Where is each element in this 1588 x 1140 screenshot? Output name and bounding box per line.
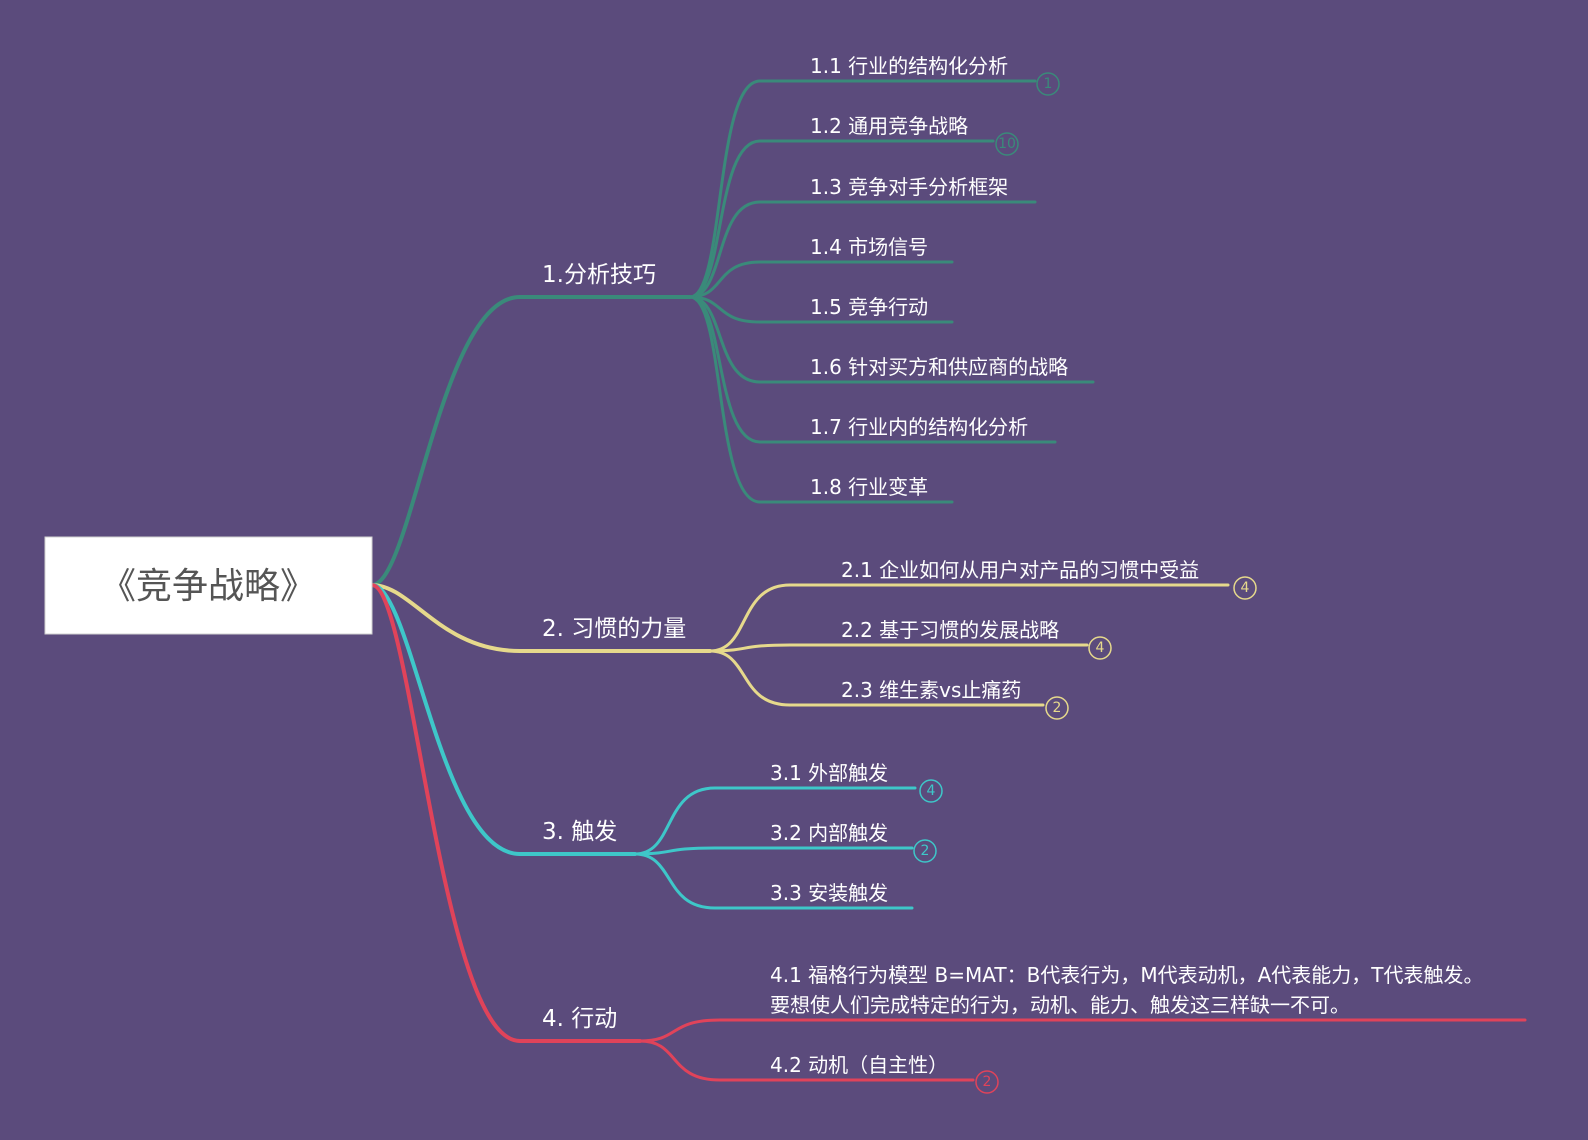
connector-b1-leaf-1	[688, 79, 762, 299]
b4-label: 4. 行动	[542, 1006, 617, 1032]
b4-leaf-2-label: 4.2 动机（自主性）	[770, 1053, 948, 1077]
b1-leaf-4-label: 1.4 市场信号	[810, 235, 928, 259]
b4-leaf-1-label: 4.1 福格行为模型 B=MAT：B代表行为，M代表动机，A代表能力，T代表触发…	[770, 963, 1483, 987]
badge-circle	[995, 132, 1019, 156]
leaf-node-b3-2[interactable]: 3.2 内部触发 2	[770, 821, 937, 863]
count-badge[interactable]: 1	[1036, 72, 1060, 96]
badge-count: 1	[1044, 76, 1053, 92]
leaf-node-b3-3[interactable]: 3.3 安装触发	[770, 881, 888, 905]
b3-leaf-3-label: 3.3 安装触发	[770, 881, 888, 905]
badge-circle	[975, 1070, 999, 1094]
leaf-node-b1-4[interactable]: 1.4 市场信号	[810, 235, 928, 259]
badge-count: 10	[998, 136, 1016, 152]
leaf-node-b2-2[interactable]: 2.2 基于习惯的发展战略 4	[841, 618, 1112, 660]
connector-b4-leaf-1	[638, 1018, 722, 1043]
connector-b1-leaf-4	[688, 260, 762, 299]
branch-node-b1[interactable]: 1.分析技巧	[542, 262, 656, 288]
leaf-node-b4-1[interactable]: 4.1 福格行为模型 B=MAT：B代表行为，M代表动机，A代表能力，T代表触发…	[770, 963, 1483, 1017]
connector-root-to-b4	[370, 583, 522, 1043]
leaf-node-b1-2[interactable]: 1.2 通用竞争战略 10	[810, 114, 1019, 156]
badge-circle	[1233, 576, 1257, 600]
connector-b1-leaf-8	[688, 295, 762, 504]
count-badge[interactable]: 2	[1045, 696, 1069, 720]
leaf-node-b2-1[interactable]: 2.1 企业如何从用户对产品的习惯中受益 4	[841, 558, 1257, 600]
connector-root-to-b1	[370, 295, 522, 587]
leaf-node-b1-3[interactable]: 1.3 竞争对手分析框架	[810, 175, 1008, 199]
connectors	[370, 79, 1527, 1082]
connector-b4-leaf-2	[638, 1039, 722, 1082]
leaf-node-b1-5[interactable]: 1.5 竞争行动	[810, 295, 928, 319]
b2-leaf-2-label: 2.2 基于习惯的发展战略	[841, 618, 1059, 642]
badge-circle	[1088, 636, 1112, 660]
badge-count: 2	[921, 843, 930, 859]
badge-count: 4	[1096, 640, 1105, 656]
connector-root-to-b3	[370, 583, 522, 856]
connector-b1-leaf-6	[688, 295, 762, 384]
leaf-node-b2-3[interactable]: 2.3 维生素vs止痛药 2	[841, 678, 1069, 720]
connector-b3-leaf-3	[633, 852, 717, 910]
b1-leaf-2-label: 1.2 通用竞争战略	[810, 114, 968, 138]
b1-leaf-6-label: 1.6 针对买方和供应商的战略	[810, 355, 1068, 379]
leaf-node-b1-7[interactable]: 1.7 行业内的结构化分析	[810, 415, 1028, 439]
b1-label: 1.分析技巧	[542, 262, 656, 288]
connector-b1-leaf-5	[688, 295, 762, 324]
badge-circle	[913, 839, 937, 863]
topic-nodes: 1.分析技巧 1.1 行业的结构化分析 1 1.2 通用竞争战略 10 1.3 竞争对手分…	[542, 54, 1483, 1094]
connector-b2-leaf-1	[708, 583, 792, 653]
b3-leaf-1-label: 3.1 外部触发	[770, 761, 888, 785]
b1-leaf-7-label: 1.7 行业内的结构化分析	[810, 415, 1028, 439]
connector-root-to-b2	[370, 583, 522, 653]
leaf-node-b3-1[interactable]: 3.1 外部触发 4	[770, 761, 943, 803]
count-badge[interactable]: 2	[975, 1070, 999, 1094]
connector-b1-leaf-3	[688, 200, 762, 299]
root-box	[44, 536, 373, 635]
badge-circle	[919, 779, 943, 803]
b2-label: 2. 习惯的力量	[542, 616, 686, 642]
leaf-node-b1-1[interactable]: 1.1 行业的结构化分析 1	[810, 54, 1060, 96]
b3-label: 3. 触发	[542, 819, 617, 845]
b1-leaf-3-label: 1.3 竞争对手分析框架	[810, 175, 1008, 199]
count-badge[interactable]: 4	[919, 779, 943, 803]
b3-leaf-2-label: 3.2 内部触发	[770, 821, 888, 845]
root-node[interactable]: 《竞争战略》	[44, 536, 373, 635]
b1-leaf-8-label: 1.8 行业变革	[810, 475, 928, 499]
badge-circle	[1045, 696, 1069, 720]
b2-leaf-1-label: 2.1 企业如何从用户对产品的习惯中受益	[841, 558, 1199, 582]
count-badge[interactable]: 4	[1088, 636, 1112, 660]
count-badge[interactable]: 2	[913, 839, 937, 863]
badge-count: 2	[1053, 700, 1062, 716]
connector-b2-leaf-2	[708, 643, 792, 653]
connector-b1-leaf-2	[688, 139, 762, 299]
connector-b3-leaf-1	[633, 786, 717, 856]
b2-leaf-3-label: 2.3 维生素vs止痛药	[841, 678, 1021, 702]
connector-b3-leaf-2	[633, 846, 717, 856]
b4-leaf-1-label-line2: 要想使人们完成特定的行为，动机、能力、触发这三样缺一不可。	[770, 993, 1350, 1017]
leaf-node-b1-6[interactable]: 1.6 针对买方和供应商的战略	[810, 355, 1068, 379]
leaf-node-b4-2[interactable]: 4.2 动机（自主性） 2	[770, 1053, 999, 1094]
b1-leaf-5-label: 1.5 竞争行动	[810, 295, 928, 319]
badge-circle	[1036, 72, 1060, 96]
root-title: 《竞争战略》	[100, 566, 316, 607]
count-badge[interactable]: 10	[995, 132, 1019, 156]
count-badge[interactable]: 4	[1233, 576, 1257, 600]
badge-count: 4	[927, 783, 936, 799]
b1-leaf-1-label: 1.1 行业的结构化分析	[810, 54, 1008, 78]
branch-node-b2[interactable]: 2. 习惯的力量	[542, 616, 686, 642]
badge-count: 4	[1241, 580, 1250, 596]
branch-node-b4[interactable]: 4. 行动	[542, 1006, 617, 1032]
badge-count: 2	[983, 1074, 992, 1090]
leaf-node-b1-8[interactable]: 1.8 行业变革	[810, 475, 928, 499]
connector-b2-leaf-3	[708, 649, 792, 707]
branch-node-b3[interactable]: 3. 触发	[542, 819, 617, 845]
